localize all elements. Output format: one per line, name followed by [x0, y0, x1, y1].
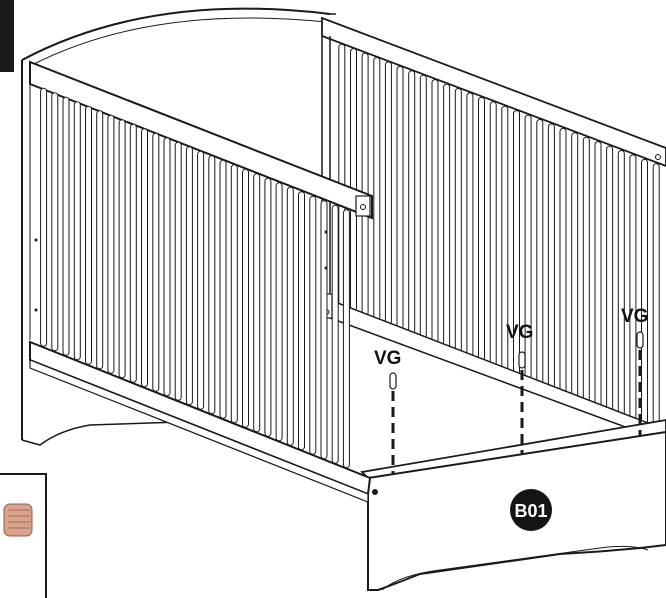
- back-slat: [606, 145, 614, 412]
- back-slat: [431, 79, 439, 344]
- back-slat: [443, 83, 451, 348]
- front-slat: [62, 96, 70, 356]
- back-slat: [408, 70, 416, 335]
- dowel-detail-body: [3, 503, 33, 537]
- side-hole-3: [324, 266, 328, 270]
- back-slat: [571, 132, 579, 399]
- back-slat: [350, 48, 357, 312]
- back-bottom-rail: [329, 298, 666, 443]
- front-slat: [219, 159, 227, 419]
- front-slats: [40, 87, 350, 469]
- dowel-left-pin: [389, 372, 397, 390]
- back-slat: [629, 154, 637, 421]
- front-slat: [320, 200, 328, 460]
- dowel-detail-icon: [3, 503, 33, 537]
- back-slat: [641, 158, 648, 426]
- back-slat: [594, 141, 602, 408]
- front-slat: [264, 177, 272, 437]
- front-slat: [309, 195, 317, 455]
- front-board-hole: [372, 489, 378, 495]
- side-hole-4: [324, 230, 328, 234]
- inset-frame: [0, 473, 47, 598]
- back-slat: [466, 92, 474, 358]
- part-badge-circle: [510, 489, 552, 531]
- front-slat: [118, 119, 126, 379]
- back-slat: [617, 150, 625, 417]
- front-slat: [141, 128, 148, 388]
- part-badge-label: B01: [514, 501, 547, 521]
- front-bottom-rail-lip: [29, 359, 369, 503]
- front-slat: [253, 173, 261, 433]
- front-slat: [73, 101, 81, 361]
- back-slat: [361, 52, 369, 316]
- front-slat: [107, 114, 115, 374]
- dowel-right-label: VG: [621, 306, 648, 327]
- front-slat: [342, 209, 350, 469]
- front-slat: [51, 92, 59, 352]
- back-slat: [419, 74, 427, 339]
- front-slat: [331, 204, 339, 464]
- dowel-detail-inset: [0, 473, 47, 598]
- front-slat: [242, 168, 249, 428]
- front-rail-cap-hole: [360, 204, 366, 210]
- front-slat: [208, 155, 216, 415]
- back-slat: [373, 57, 381, 321]
- headboard-foot: [21, 421, 181, 446]
- back-rail-hole: [655, 154, 661, 160]
- front-board-foot: [381, 545, 649, 591]
- front-slat: [230, 164, 238, 424]
- front-slat: [152, 132, 160, 392]
- back-slat: [478, 96, 485, 362]
- front-slat: [286, 186, 294, 446]
- dowel-middle-pin: [518, 351, 526, 369]
- front-slat: [174, 141, 182, 401]
- dowel-left-label: VG: [374, 348, 401, 369]
- back-slat: [582, 136, 590, 403]
- side-hole-1: [34, 238, 38, 242]
- front-slat: [185, 146, 193, 406]
- front-slat: [129, 123, 137, 383]
- dowel-right-pin: [636, 331, 644, 349]
- page-corner-marker: [0, 0, 14, 72]
- back-slat: [547, 123, 555, 390]
- dowel-right: VG: [621, 306, 648, 436]
- dowel-left: VG: [374, 348, 401, 474]
- part-badge: B01: [510, 489, 552, 531]
- back-slat: [559, 127, 567, 394]
- back-slat: [384, 61, 392, 326]
- back-top-rail: [321, 16, 666, 167]
- front-slat: [85, 105, 92, 365]
- front-slat: [275, 182, 283, 442]
- back-slat: [454, 88, 462, 353]
- dowel-middle: VG: [506, 322, 533, 454]
- front-slat: [163, 137, 171, 397]
- front-rail-cap: [355, 195, 371, 217]
- back-slat: [536, 119, 544, 385]
- back-slat: [652, 163, 660, 431]
- side-hole-2: [34, 308, 38, 312]
- back-slat: [396, 65, 404, 330]
- back-slat: [489, 101, 497, 367]
- headboard-arch: [21, 7, 331, 61]
- dowel-middle-label: VG: [506, 322, 533, 343]
- front-slat: [298, 191, 305, 451]
- front-slat: [40, 87, 48, 347]
- front-slat: [197, 150, 205, 410]
- headboard-arch-inner: [29, 17, 327, 67]
- front-slat: [96, 110, 104, 370]
